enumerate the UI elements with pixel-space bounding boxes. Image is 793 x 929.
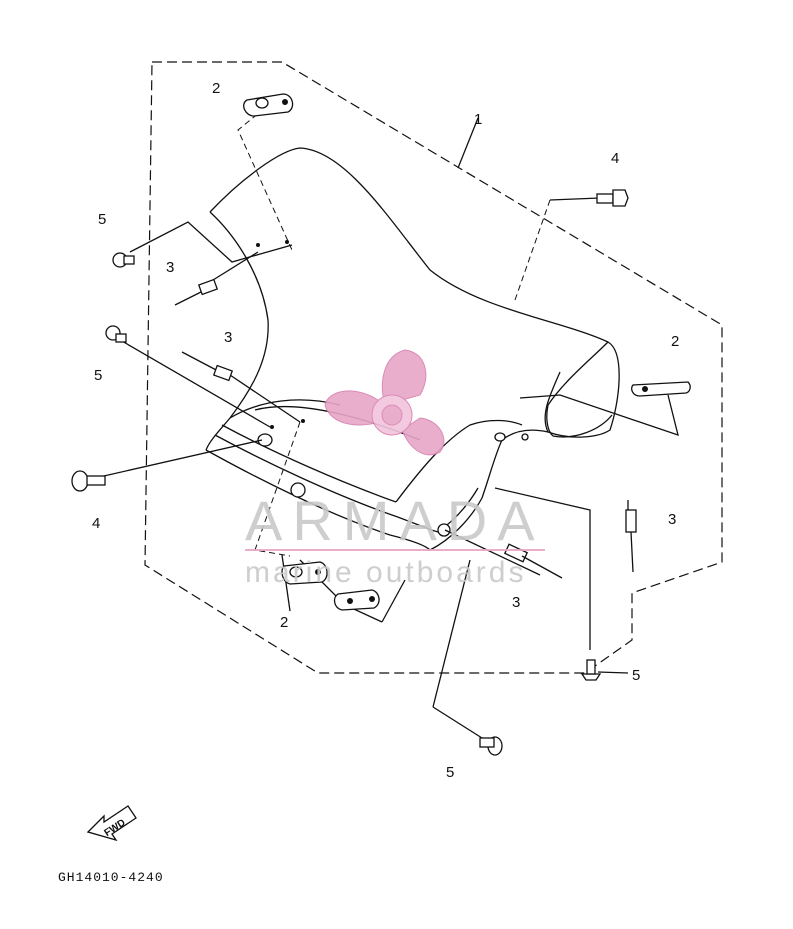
- propeller-icon: [324, 349, 445, 456]
- assembly-boundary: [144, 61, 723, 674]
- rivet-part-3-b: [181, 351, 234, 382]
- watermark-tagline: marine outboards: [245, 556, 526, 589]
- callout-4: 4: [92, 515, 100, 532]
- callout-3: 3: [166, 259, 174, 276]
- screw-part-5-b: [105, 325, 127, 343]
- screw-part-5-c: [580, 659, 602, 681]
- bolt-part-4-left: [71, 470, 106, 492]
- callout-5: 5: [632, 667, 640, 684]
- part-code: GH14010-4240: [58, 870, 164, 885]
- screw-part-5-d: [479, 736, 503, 756]
- callout-2: 2: [212, 80, 220, 97]
- rivet-part-3-c: [625, 509, 637, 573]
- callout-3: 3: [224, 329, 232, 346]
- watermark-logo: ARMADA marine outboards: [245, 349, 545, 589]
- plate-part-2-top: [243, 93, 294, 117]
- callout-labels: 1 2 2 2 3 3 3 3 4 4 5 5 5 5: [92, 80, 679, 781]
- callout-5: 5: [98, 211, 106, 228]
- plate-part-2-left-lower: [281, 561, 328, 585]
- callout-1: 1: [474, 111, 482, 128]
- plate-part-2-right-lower: [333, 589, 380, 611]
- callout-5: 5: [94, 367, 102, 384]
- callout-3: 3: [668, 511, 676, 528]
- screw-part-5-a: [112, 252, 135, 268]
- forward-arrow-icon: FWD: [86, 805, 137, 842]
- callout-2: 2: [280, 614, 288, 631]
- watermark-brand: ARMADA: [245, 489, 545, 552]
- callout-3: 3: [512, 594, 520, 611]
- callout-4: 4: [611, 150, 619, 167]
- bolt-part-4-top: [596, 189, 629, 207]
- callout-5: 5: [446, 764, 454, 781]
- plate-part-2-right: [631, 381, 691, 397]
- rivet-part-3-d: [503, 543, 563, 579]
- rivet-part-3-a: [174, 278, 219, 306]
- callout-2: 2: [671, 333, 679, 350]
